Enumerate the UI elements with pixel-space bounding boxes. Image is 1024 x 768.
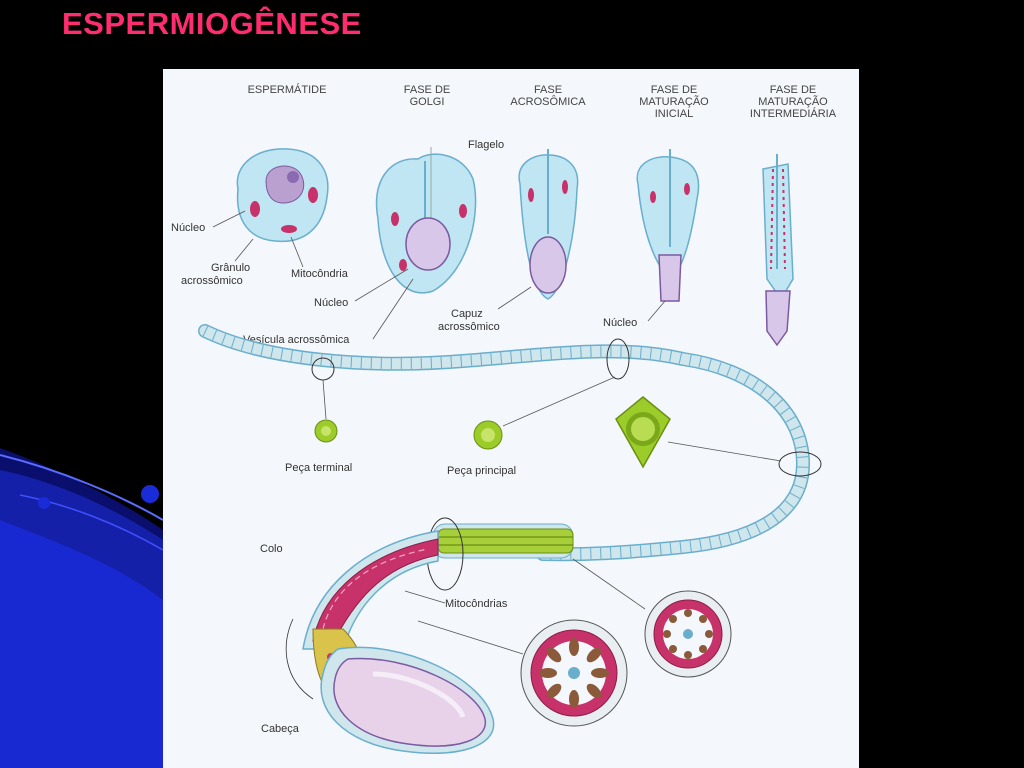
sperm-head — [285, 618, 495, 754]
header-espermatide: ESPERMÁTIDE — [248, 83, 327, 96]
sperm-midpiece — [426, 517, 574, 591]
label-vesicula: Vesícula acrossômica — [243, 334, 350, 346]
acrosomal-phase-cell — [518, 149, 579, 300]
maturation-intermediate-cell — [762, 154, 794, 347]
cross-section-diamond — [615, 396, 782, 469]
label-mitocondrias: Mitocôndrias — [445, 598, 508, 610]
slide-title: ESPERMIOGÊNESE — [62, 6, 362, 41]
cross-section-head-base — [417, 619, 628, 727]
maturation-initial-cell — [636, 149, 700, 302]
cross-section-principal — [473, 376, 616, 450]
label-peca-terminal: Peça terminal — [285, 462, 352, 474]
sperm-tail — [198, 324, 822, 562]
label-nucleo-3: Núcleo — [603, 317, 637, 329]
cross-section-neck — [572, 558, 732, 678]
label-peca-principal: Peça principal — [447, 465, 516, 477]
decorative-blue-swoosh — [0, 448, 164, 768]
label-cabeca: Cabeça — [261, 723, 300, 735]
cross-section-terminal — [314, 379, 338, 443]
golgi-phase-cell — [375, 147, 477, 294]
label-nucleo-1: Núcleo — [171, 222, 205, 234]
label-flagelo: Flagelo — [468, 139, 504, 151]
label-colo: Colo — [260, 543, 283, 555]
spermatid-cell — [236, 148, 329, 243]
label-nucleo-2: Núcleo — [314, 297, 348, 309]
label-mitocondria: Mitocôndria — [291, 268, 349, 280]
